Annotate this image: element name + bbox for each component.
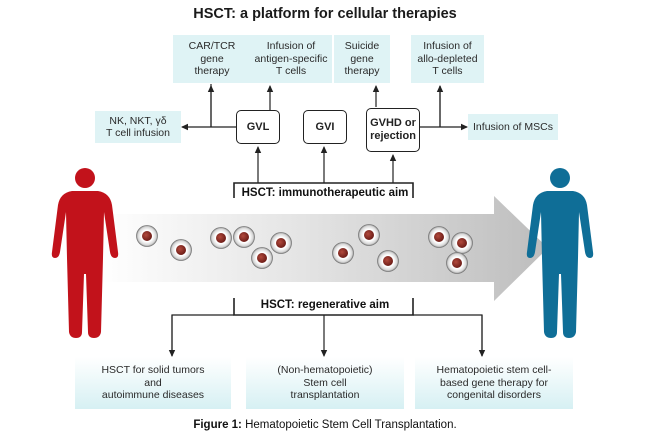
regenerative-aim-label: HSCT: regenerative aim (260, 299, 390, 311)
stem-cell-icon (233, 226, 255, 248)
stem-cell-icon (358, 224, 380, 246)
gvhd-rejection-node: GVHD or rejection (366, 108, 420, 152)
transfer-arrow (100, 196, 548, 301)
car-tcr-gene-therapy-box: CAR/TCR gene therapy (173, 35, 251, 83)
donor-human-figure (51, 168, 119, 338)
stem-cell-icon (446, 252, 468, 274)
antigen-specific-t-cells-box: Infusion of antigen-specific T cells (250, 35, 332, 83)
infusion-of-mscs-box: Infusion of MSCs (468, 114, 558, 140)
recipient-human-figure (526, 168, 594, 338)
stem-cell-icon (377, 250, 399, 272)
stem-cell-icon (170, 239, 192, 261)
allo-depleted-t-cells-box: Infusion of allo-depleted T cells (411, 35, 484, 83)
stem-cell-icon (270, 232, 292, 254)
gvi-node: GVI (303, 110, 347, 144)
stem-cell-icon (251, 247, 273, 269)
stem-cells (136, 224, 473, 274)
solid-tumors-autoimmune-box: HSCT for solid tumors and autoimmune dis… (75, 357, 231, 409)
immunotherapeutic-aim-label: HSCT: immunotherapeutic aim (241, 187, 409, 199)
caption-label: Figure 1: (193, 419, 242, 431)
hsc-gene-therapy-box: Hematopoietic stem cell- based gene ther… (415, 357, 573, 409)
caption-text: Hematopoietic Stem Cell Transplantation. (241, 419, 457, 431)
nk-nkt-t-cell-infusion-box: NK, NKT, γδ T cell infusion (95, 111, 181, 143)
stem-cell-icon (210, 227, 232, 249)
figure-title: HSCT: a platform for cellular therapies (193, 6, 457, 22)
non-hematopoietic-stem-cell-box: (Non-hematopoietic) Stem cell transplant… (246, 357, 404, 409)
stem-cell-icon (136, 225, 158, 247)
connector-lines (168, 84, 486, 357)
stem-cell-icon (428, 226, 450, 248)
stem-cell-icon (332, 242, 354, 264)
suicide-gene-therapy-box: Suicide gene therapy (334, 35, 390, 83)
figure-caption: Figure 1: Hematopoietic Stem Cell Transp… (0, 419, 650, 431)
gvl-node: GVL (236, 110, 280, 144)
stem-cell-icon (451, 232, 473, 254)
